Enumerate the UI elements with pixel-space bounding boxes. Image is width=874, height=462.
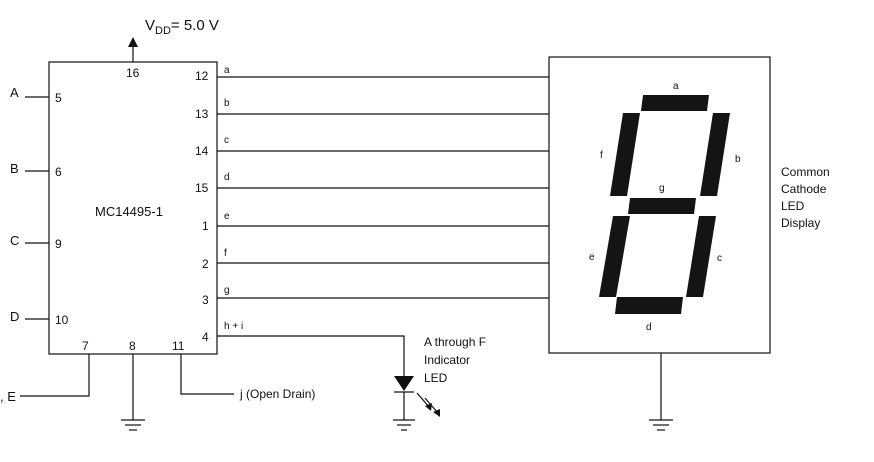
vdd-sub: DD bbox=[155, 25, 171, 37]
output-b-signal: b bbox=[224, 98, 230, 109]
input-a-label: A bbox=[10, 85, 19, 100]
segment-e-label: e bbox=[589, 252, 595, 263]
display-label-line1: Common bbox=[781, 165, 830, 179]
pin-7-wire: 7 , E bbox=[0, 339, 90, 404]
output-c: 14 c bbox=[195, 135, 549, 158]
vdd-supply: VDD= 5.0 V bbox=[128, 17, 219, 62]
output-f: 2 f bbox=[202, 248, 549, 271]
display-label-line3: LED bbox=[781, 199, 805, 213]
indicator-label-line2: Indicator bbox=[424, 353, 470, 367]
output-a: 12 a bbox=[195, 65, 549, 83]
indicator-led: A through F Indicator LED bbox=[393, 335, 486, 431]
input-b: B 6 bbox=[10, 161, 62, 179]
open-drain-label: j (Open Drain) bbox=[239, 387, 315, 401]
output-g-signal: g bbox=[224, 285, 230, 296]
output-e-signal: e bbox=[224, 211, 230, 222]
output-d-pin: 15 bbox=[195, 181, 209, 195]
pin-8-ground: 8 bbox=[121, 339, 145, 431]
output-e-pin: 1 bbox=[202, 219, 209, 233]
segment-d-label: d bbox=[646, 322, 652, 333]
input-d: D 10 bbox=[10, 309, 69, 327]
input-d-pin: 10 bbox=[55, 313, 69, 327]
output-e: 1 e bbox=[202, 211, 549, 233]
segment-g-label: g bbox=[659, 183, 665, 194]
output-f-signal: f bbox=[224, 248, 227, 259]
output-b: 13 b bbox=[195, 98, 549, 121]
output-hi-pin: 4 bbox=[202, 330, 209, 344]
light-emission-icon bbox=[416, 392, 440, 417]
pin-8: 8 bbox=[129, 339, 136, 353]
segment-c-label: c bbox=[717, 253, 722, 264]
output-a-pin: 12 bbox=[195, 69, 209, 83]
svg-text:VDD= 5.0 V: VDD= 5.0 V bbox=[145, 17, 219, 37]
edge-label: , E bbox=[0, 389, 16, 404]
segment-f-label: f bbox=[600, 150, 603, 161]
segment-d bbox=[615, 297, 683, 314]
display-label: Common Cathode LED Display bbox=[781, 165, 830, 230]
segment-b-label: b bbox=[735, 154, 741, 165]
indicator-label-line3: LED bbox=[424, 371, 448, 385]
output-f-pin: 2 bbox=[202, 257, 209, 271]
seven-segment-digit bbox=[599, 95, 730, 314]
supply-arrow-icon bbox=[128, 37, 138, 47]
input-c-label: C bbox=[10, 233, 19, 248]
segment-a-label: a bbox=[673, 81, 679, 92]
display-label-line4: Display bbox=[781, 216, 820, 230]
pin-7: 7 bbox=[82, 339, 89, 353]
led-diode-icon bbox=[394, 376, 414, 391]
output-a-signal: a bbox=[224, 65, 230, 76]
chip-name: MC14495-1 bbox=[95, 204, 163, 219]
output-b-pin: 13 bbox=[195, 107, 209, 121]
pin-16: 16 bbox=[126, 66, 140, 80]
output-hi: 4 h + i bbox=[202, 321, 405, 376]
segment-e bbox=[599, 216, 630, 297]
input-c-pin: 9 bbox=[55, 237, 62, 251]
pin-11-wire: 11 j (Open Drain) bbox=[172, 339, 315, 401]
pin-11: 11 bbox=[172, 339, 185, 353]
output-d: 15 d bbox=[195, 172, 549, 195]
indicator-label-line1: A through F bbox=[424, 335, 486, 349]
display-ground bbox=[649, 353, 673, 431]
segment-a bbox=[641, 95, 709, 111]
display-label-line2: Cathode bbox=[781, 182, 827, 196]
input-b-label: B bbox=[10, 161, 19, 176]
input-a-pin: 5 bbox=[55, 91, 62, 105]
output-g: 3 g bbox=[202, 285, 549, 307]
segment-b bbox=[700, 113, 730, 196]
segment-c bbox=[686, 216, 716, 297]
vdd-prefix: V bbox=[145, 17, 155, 34]
input-b-pin: 6 bbox=[55, 165, 62, 179]
output-g-pin: 3 bbox=[202, 293, 209, 307]
output-d-signal: d bbox=[224, 172, 230, 183]
input-a: A 5 bbox=[10, 85, 62, 105]
ground-icon-led bbox=[393, 419, 415, 431]
vdd-value: = 5.0 V bbox=[171, 17, 219, 34]
segment-f bbox=[610, 113, 640, 196]
ground-icon-display bbox=[649, 419, 673, 431]
output-c-signal: c bbox=[224, 135, 229, 146]
input-c: C 9 bbox=[10, 233, 62, 251]
output-hi-signal: h + i bbox=[224, 321, 243, 332]
segment-g bbox=[628, 198, 696, 214]
input-d-label: D bbox=[10, 309, 19, 324]
ground-icon-chip bbox=[121, 419, 145, 431]
output-c-pin: 14 bbox=[195, 144, 209, 158]
